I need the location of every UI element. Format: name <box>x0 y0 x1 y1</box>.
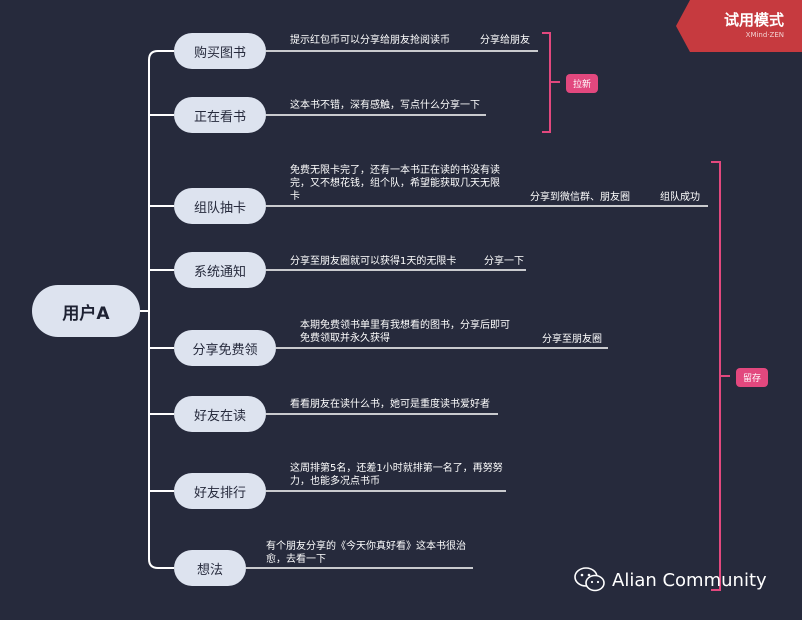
leaf-text: 这周排第5名，还差1小时就排第一名了，再努努力，也能多况点书币 <box>290 463 503 487</box>
watermark: Alian Community <box>612 570 767 591</box>
node-reading[interactable]: 正在看书 <box>174 97 266 133</box>
wechat-icon <box>574 567 605 592</box>
leaf-text: 组队成功 <box>660 192 700 203</box>
leaf-text: 分享至朋友圈 <box>542 334 602 345</box>
leaf-text: 分享给朋友 <box>480 35 530 46</box>
leaf-text: 本期免费领书单里有我想看的图书，分享后即可免费领取并永久获得 <box>300 320 510 344</box>
leaf-text: 这本书不错，深有感触，写点什么分享一下 <box>290 100 480 111</box>
leaf-text: 有个朋友分享的《今天你真好看》这本书很治愈，去看一下 <box>266 541 466 565</box>
leaf-text: 分享一下 <box>484 256 524 267</box>
tag-retention: 留存 <box>736 368 769 387</box>
leaf-text: 提示红包币可以分享给朋友抢阅读币 <box>290 35 450 46</box>
banner-title: 试用模式 <box>723 11 784 29</box>
trial-mode-banner: 试用模式 XMind·ZEN <box>676 0 802 52</box>
node-buy-book[interactable]: 购买图书 <box>174 33 266 69</box>
leaf-text: 免费无限卡完了，还有一本书正在读的书没有读完，又不想花钱，组个队，希望能获取几天… <box>290 165 500 202</box>
leaf-text: 看看朋友在读什么书，她可是重度读书爱好者 <box>290 399 490 410</box>
leaf-text: 分享到微信群、朋友圈 <box>530 192 630 203</box>
node-thoughts[interactable]: 想法 <box>174 550 246 586</box>
leaf-text: 分享至朋友圈就可以获得1天的无限卡 <box>290 256 457 267</box>
banner-subtitle: XMind·ZEN <box>745 31 784 39</box>
node-share-free[interactable]: 分享免费领 <box>174 330 276 366</box>
node-friends-rank[interactable]: 好友排行 <box>174 473 266 509</box>
root-node[interactable]: 用户A <box>32 285 140 337</box>
node-team-card[interactable]: 组队抽卡 <box>174 188 266 224</box>
node-system-notice[interactable]: 系统通知 <box>174 252 266 288</box>
tag-acquisition: 拉新 <box>566 74 599 93</box>
node-friends-reading[interactable]: 好友在读 <box>174 396 266 432</box>
